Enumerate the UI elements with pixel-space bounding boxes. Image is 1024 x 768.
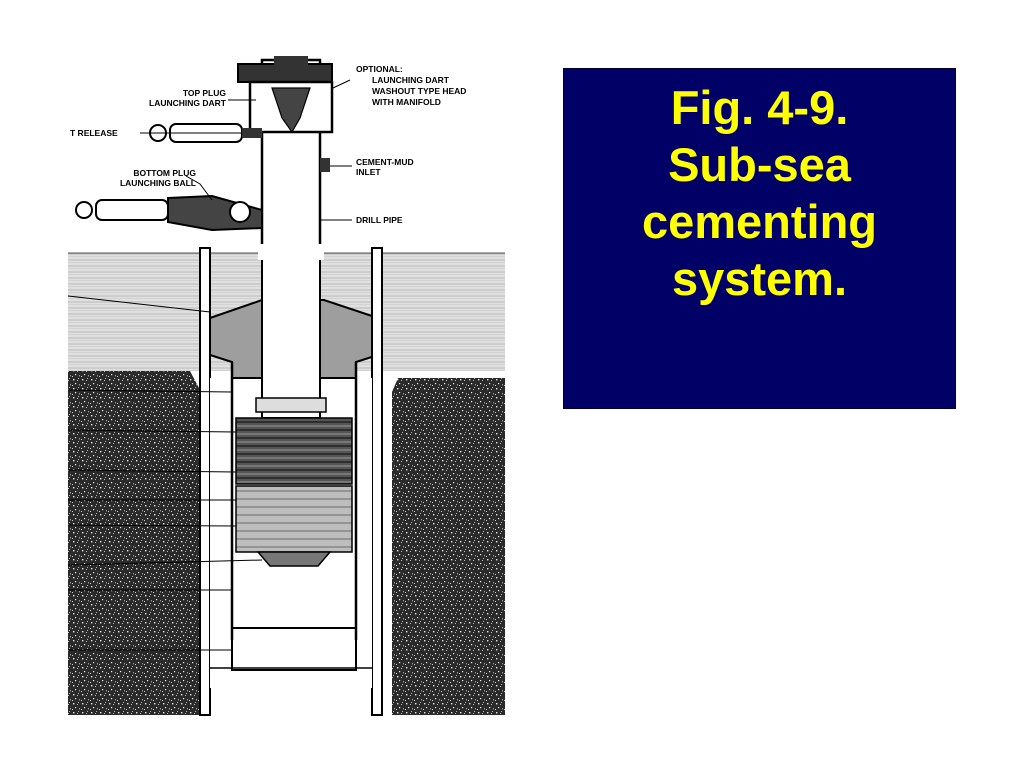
pipe-collar <box>255 397 327 413</box>
drill-pipe-lower <box>261 257 321 419</box>
launching-ball <box>229 201 251 223</box>
label-dart-release: T RELEASE <box>70 128 118 138</box>
label-top-plug-2: LAUNCHING DART <box>149 98 227 108</box>
label-launching-dart-3: WITH MANIFOLD <box>372 97 441 107</box>
title-line-4: system. <box>671 252 848 305</box>
label-cement-inlet-2: INLET <box>356 167 381 177</box>
cementing-head-knob <box>274 56 308 66</box>
outer-casing-right-wall <box>371 247 383 716</box>
subsea-cementing-diagram: OPTIONAL: LAUNCHING DART WASHOUT TYPE HE… <box>67 56 505 716</box>
label-optional: OPTIONAL: <box>356 64 403 74</box>
cement-mud-inlet <box>320 158 330 172</box>
outer-casing-left-wall <box>199 247 211 716</box>
leader-lines <box>67 79 352 651</box>
label-launching-dart-1: LAUNCHING DART <box>372 75 450 85</box>
casing-annulus-right <box>356 378 372 688</box>
title-line-2: Sub-sea <box>668 138 851 191</box>
title-line-3: cementing <box>641 195 878 248</box>
label-cement-inlet-1: CEMENT-MUD <box>356 157 414 167</box>
label-bottom-plug-1: BOTTOM PLUG <box>133 168 196 178</box>
formation-right <box>392 378 505 715</box>
formation-left <box>68 371 200 715</box>
casing-annulus <box>210 378 232 688</box>
title-box: Fig. 4-9. Sub-sea cementing system. <box>563 68 956 409</box>
bottom-plug-handwheel <box>75 201 93 219</box>
bottom-plug-valve-body <box>95 199 169 221</box>
top-plug <box>235 417 353 485</box>
label-drill-pipe: DRILL PIPE <box>356 215 403 225</box>
label-launching-dart-2: WASHOUT TYPE HEAD <box>372 86 466 96</box>
pipe-break <box>258 244 324 260</box>
plug-nose <box>256 551 332 567</box>
label-bottom-plug-2: LAUNCHING BALL <box>120 178 196 188</box>
bottom-plug <box>235 485 353 553</box>
title-line-1: Fig. 4-9. <box>670 81 849 134</box>
label-top-plug-1: TOP PLUG <box>183 88 227 98</box>
top-release-valve-stem <box>242 128 262 138</box>
cementing-head-cap <box>237 63 333 83</box>
casing-shoe <box>231 627 357 671</box>
launching-dart-shape <box>271 87 311 134</box>
